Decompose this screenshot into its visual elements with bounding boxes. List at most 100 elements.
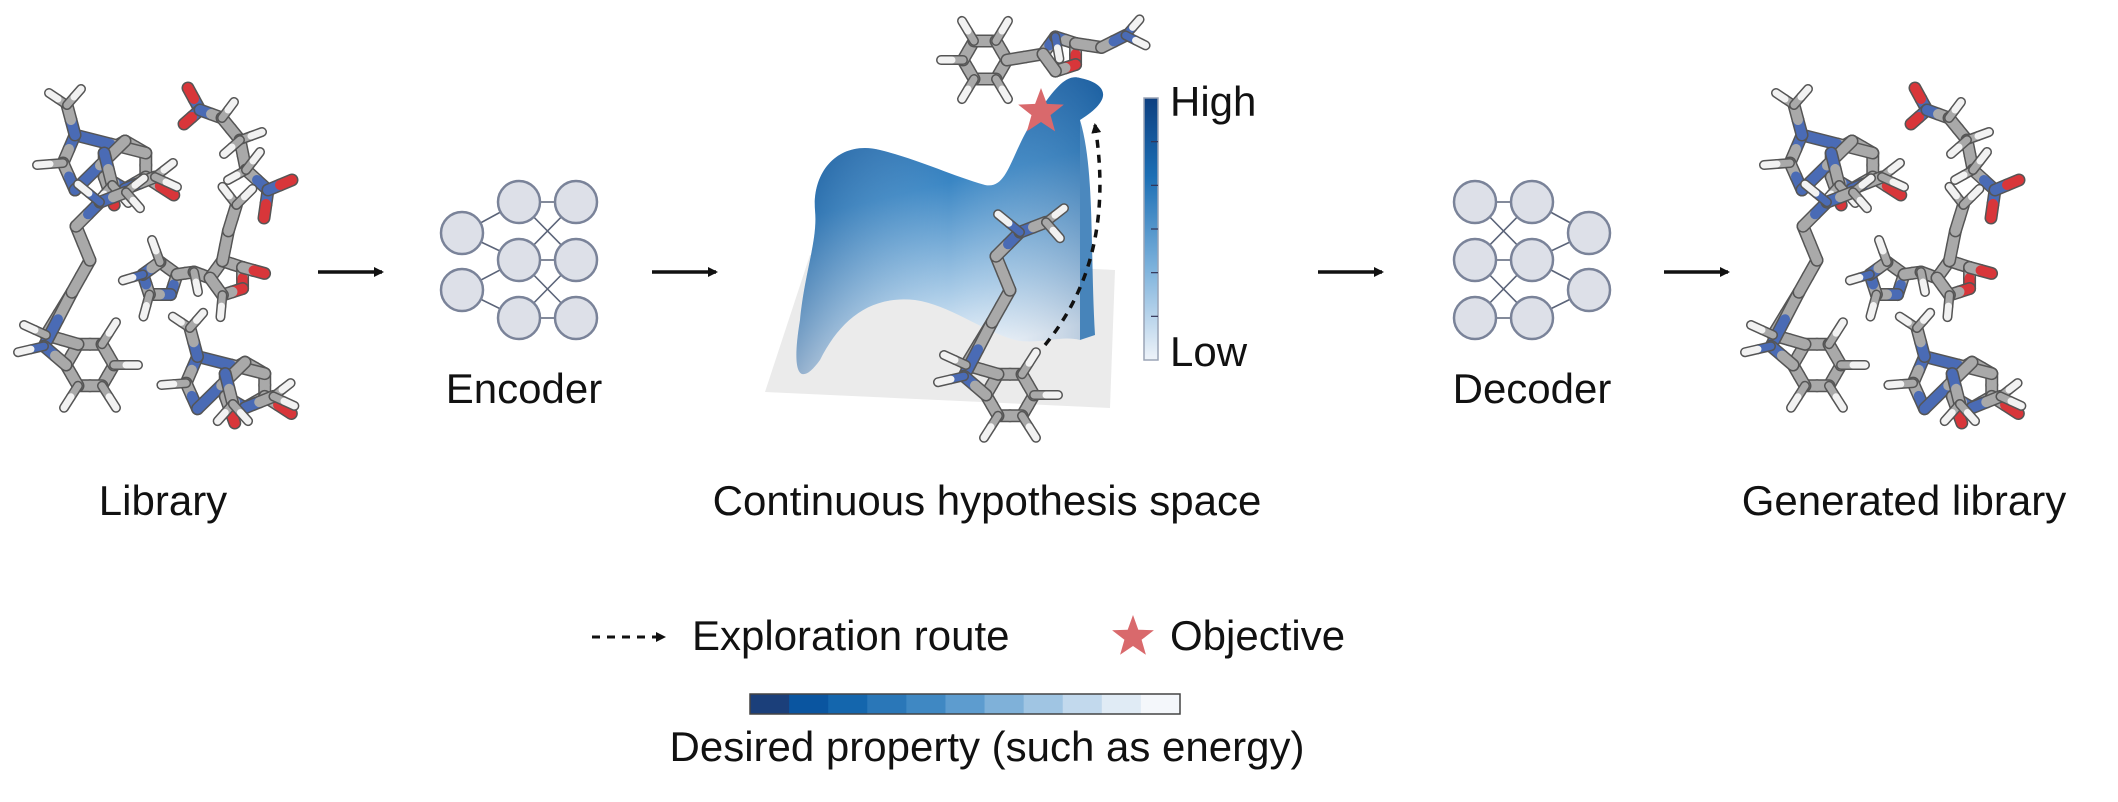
bond [249, 148, 264, 165]
encoder-label: Encoder [445, 365, 603, 412]
bond [192, 278, 202, 296]
scale-swatch [984, 694, 1025, 714]
encoder-network-icon [439, 179, 599, 341]
scale-swatch [906, 694, 946, 714]
network-node [553, 237, 599, 283]
bond [278, 379, 295, 394]
bond [14, 345, 35, 356]
network-node [1509, 237, 1555, 283]
bond [205, 273, 222, 292]
scale-swatch [945, 694, 986, 714]
network-node [1509, 179, 1555, 225]
network-node [439, 210, 485, 256]
generated-library-label: Generated library [1741, 477, 2067, 524]
bond [1951, 98, 1965, 114]
scale-swatch [750, 694, 790, 714]
scale-swatch [1101, 694, 1142, 714]
bond [1025, 423, 1040, 442]
bond [129, 196, 144, 212]
scale-swatch [789, 694, 829, 714]
library-label: Library [98, 477, 228, 524]
exploration-route-path [1043, 123, 1102, 347]
property-color-scale [749, 693, 1181, 715]
bond [157, 380, 178, 389]
bond [60, 393, 75, 412]
bond [970, 380, 991, 400]
bond [1049, 226, 1064, 242]
bond [275, 175, 297, 190]
scale-swatch [1062, 694, 1103, 714]
bond [1846, 273, 1864, 284]
scale-swatch [867, 694, 907, 714]
network-node [496, 179, 542, 225]
bond [193, 309, 207, 324]
bond [236, 409, 252, 425]
bond [1975, 265, 1997, 279]
network-node [1566, 210, 1612, 256]
bond [1856, 196, 1871, 212]
bond [1896, 313, 1912, 326]
bond [192, 380, 227, 414]
network-node [1452, 179, 1498, 225]
bond [224, 98, 238, 114]
bond [1129, 15, 1144, 31]
bond [1832, 393, 1847, 412]
legend-objective-label: Objective [1170, 612, 1346, 659]
bond [994, 210, 1013, 227]
bond [1906, 112, 1924, 129]
network-node [1566, 267, 1612, 313]
bond [1801, 180, 1820, 197]
bond [259, 199, 271, 223]
legend-route-label: Exploration route [692, 612, 1010, 659]
bond [183, 83, 199, 104]
bond [1974, 128, 1993, 140]
bond [139, 302, 150, 321]
bond [1747, 321, 1766, 334]
bond [1760, 160, 1781, 169]
bond [1053, 44, 1063, 63]
bond [131, 174, 148, 189]
legend-property-label: Desired property (such as energy) [669, 723, 1305, 770]
bond [280, 397, 298, 410]
objective-star-icon [1018, 88, 1064, 132]
network-node [1452, 237, 1498, 283]
hypothesis-surface [765, 77, 1115, 408]
network-node [1509, 295, 1555, 341]
bond [240, 185, 256, 201]
scale-swatch [1140, 694, 1181, 714]
bond [105, 393, 120, 412]
bond [1967, 185, 1983, 201]
bond [1976, 148, 1991, 165]
scale-frame [749, 693, 1181, 715]
bond [105, 318, 120, 337]
surface-shading [796, 77, 1104, 375]
bond [216, 302, 225, 321]
bond [1875, 236, 1887, 255]
bond [160, 159, 177, 174]
objective-molecule [936, 14, 1151, 105]
bond [1777, 350, 1798, 370]
bond [169, 313, 185, 326]
bond [1910, 83, 1926, 104]
bond [224, 171, 241, 184]
bond [2000, 399, 2024, 419]
network-node [1452, 295, 1498, 341]
bond [1741, 345, 1762, 356]
bond [273, 399, 297, 419]
legend-star-icon [1112, 615, 1154, 655]
bond [1038, 49, 1055, 68]
bond [2007, 397, 2025, 410]
bond [998, 85, 1012, 103]
bond [154, 181, 179, 200]
bond [1787, 393, 1802, 412]
bond [119, 273, 137, 284]
front-surface-rim [1080, 120, 1095, 340]
bond [1797, 85, 1812, 101]
bond [220, 143, 236, 158]
bond [1884, 380, 1905, 389]
network-node [496, 237, 542, 283]
bond [1941, 409, 1956, 425]
bond [1947, 143, 1963, 158]
bond [248, 265, 270, 279]
library-molecules [13, 81, 300, 430]
